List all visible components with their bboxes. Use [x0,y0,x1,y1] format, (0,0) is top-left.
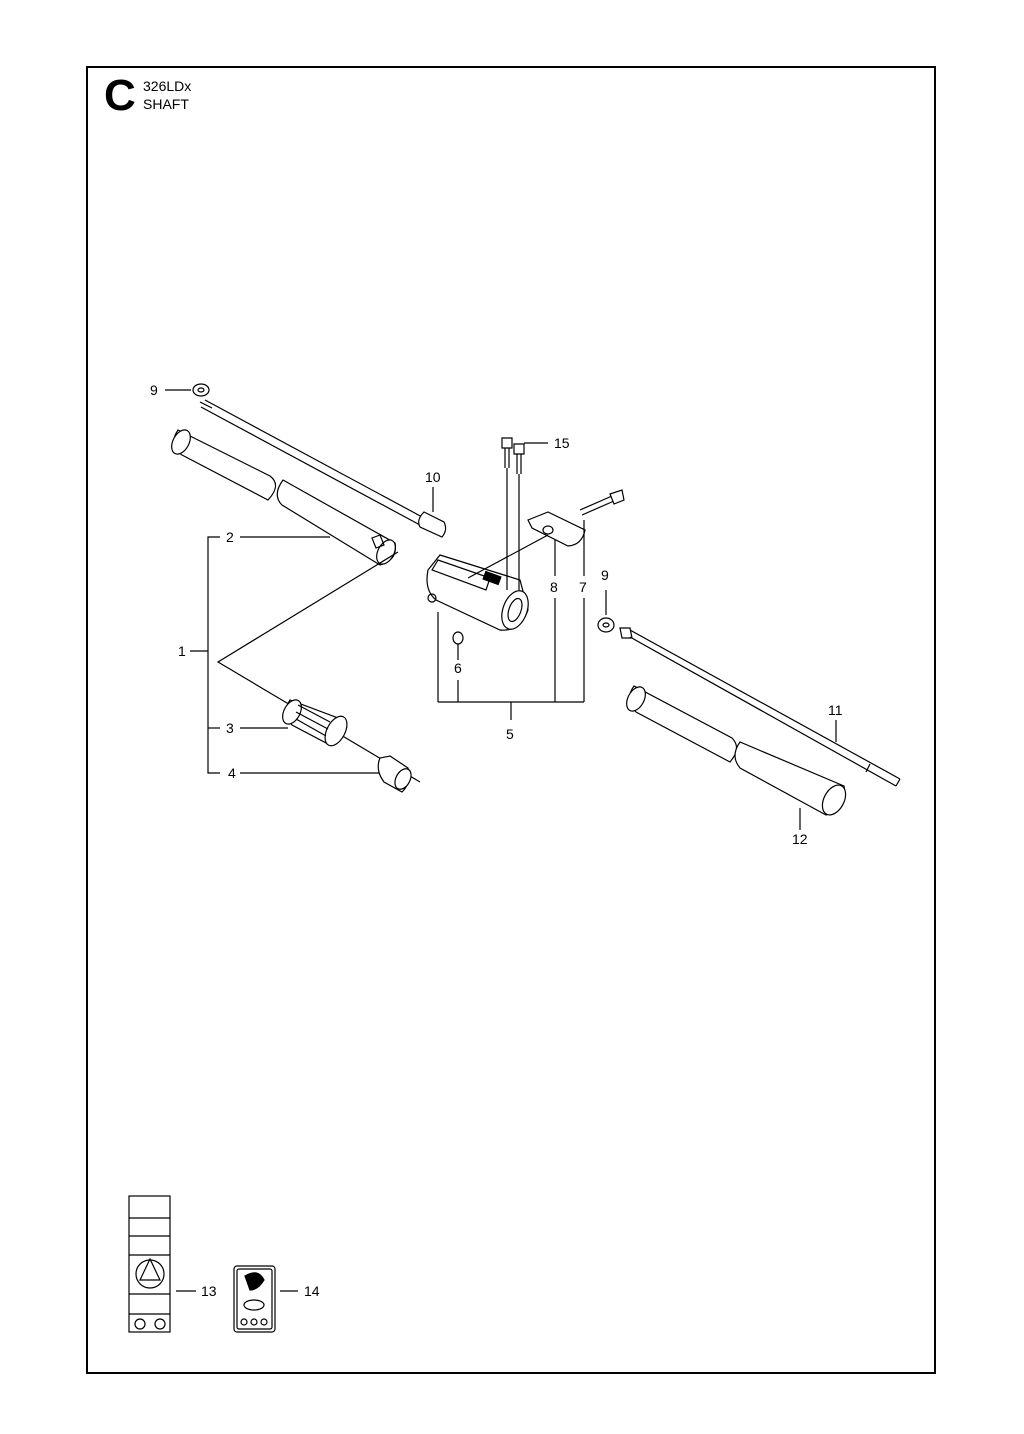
callout-label: 6 [454,660,462,676]
washer-part [192,383,210,397]
model-name: 326LDx [143,78,192,94]
callout-label: 4 [228,765,236,781]
shaft-tube-lower [626,685,847,830]
page-border [86,66,936,1374]
small-nut-part [452,631,464,660]
callout-label: 11 [828,702,843,718]
clamp-part [467,511,586,579]
callout-label: 15 [554,435,570,451]
group-bracket-5 [437,598,585,720]
diagram-title: SHAFT [143,96,189,112]
instruction-decal-part [233,1265,298,1333]
callout-label: 10 [425,469,441,485]
drive-shaft-lower [619,627,901,787]
callout-label: 12 [792,831,808,847]
warning-decal-part [128,1195,196,1333]
section-letter: C [104,71,136,120]
callout-label: 3 [226,720,234,736]
callout-label: 13 [201,1283,217,1299]
group-bracket-1 [190,536,421,783]
washer-part-right [597,590,615,633]
vibration-sleeve-part [282,699,348,747]
callout-labels: 9 15 10 2 8 7 9 1 6 3 5 11 4 12 13 14 [150,382,843,1299]
callout-label: 2 [226,529,234,545]
bolt-part [579,489,625,576]
callout-label: 9 [601,567,609,583]
screw-pair-part [501,437,548,590]
callout-label: 9 [150,382,158,398]
coupling-housing-part [426,554,529,631]
callout-label: 1 [178,643,186,659]
callout-label: 7 [579,579,587,595]
callout-label: 5 [506,726,514,742]
callout-label: 14 [304,1283,320,1299]
shaft-tube-upper [171,429,397,566]
callout-label: 8 [550,579,558,595]
nut-part [377,755,412,793]
drive-shaft-upper [199,399,447,538]
